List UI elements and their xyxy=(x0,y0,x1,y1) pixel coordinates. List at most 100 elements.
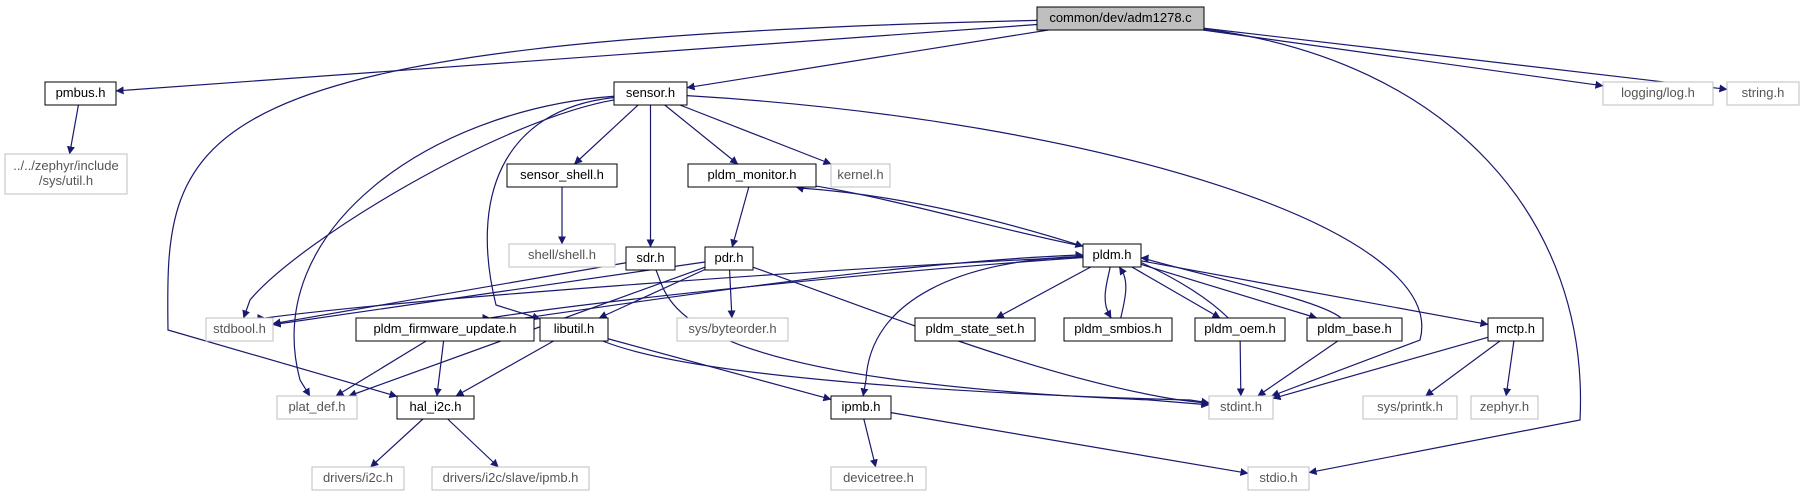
node-box xyxy=(311,466,405,491)
edge-pldm_oem-to-stdint xyxy=(1236,340,1245,397)
node-pldm_monitor[interactable]: pldm_monitor.h xyxy=(687,163,817,188)
node-label: string.h xyxy=(1742,85,1785,100)
edge-sensor-to-plat_def xyxy=(293,95,615,397)
node-label: mctp.h xyxy=(1496,321,1535,336)
node-pdr[interactable]: pdr.h xyxy=(704,246,754,271)
edge-pldm-to-ipmb xyxy=(860,255,1084,397)
node-label: stdbool.h xyxy=(213,321,266,336)
node-label: sensor_shell.h xyxy=(520,167,604,182)
node-mctp[interactable]: mctp.h xyxy=(1487,317,1544,342)
node-label: devicetree.h xyxy=(843,470,914,485)
node-box xyxy=(508,243,616,268)
edge-sensor-to-sensor_shell xyxy=(574,104,639,165)
edge-adm1278-to-sensor xyxy=(686,29,1049,91)
node-sensor_shell[interactable]: sensor_shell.h xyxy=(506,163,618,188)
node-devicetree: devicetree.h xyxy=(830,466,927,491)
node-box xyxy=(1602,81,1714,106)
node-box xyxy=(704,246,754,271)
edge-sensor-to-kernel xyxy=(679,104,832,165)
node-byteorder: sys/byteorder.h xyxy=(676,317,789,342)
node-pldm_fw[interactable]: pldm_firmware_update.h xyxy=(355,317,535,342)
node-box xyxy=(396,395,475,420)
node-label: pldm_oem.h xyxy=(1204,321,1276,336)
node-label: pdr.h xyxy=(715,250,744,265)
edge-hal_i2c-to-drv_i2c xyxy=(370,418,424,468)
edge-pldm_smbios-to-pldm xyxy=(1118,266,1127,319)
node-box xyxy=(1063,317,1173,342)
node-box xyxy=(506,163,618,188)
edge-pldm_fw-to-pldm xyxy=(524,250,1084,319)
edge-pldm_monitor-to-pldm xyxy=(815,185,1084,248)
node-label: pldm_monitor.h xyxy=(708,167,797,182)
node-adm1278[interactable]: common/dev/adm1278.c xyxy=(1036,6,1205,31)
edge-pldm-to-pldm_monitor xyxy=(795,185,1084,247)
node-pldm_state[interactable]: pldm_state_set.h xyxy=(914,317,1036,342)
node-box xyxy=(1208,395,1274,420)
edge-sensor-to-stdint xyxy=(686,95,1423,398)
node-box xyxy=(1362,395,1458,420)
node-box xyxy=(613,81,688,106)
node-box xyxy=(4,153,128,195)
node-box xyxy=(830,395,892,420)
node-label: sys/printk.h xyxy=(1377,399,1443,414)
node-stdint: stdint.h xyxy=(1208,395,1274,420)
edge-sdr-to-stdint xyxy=(655,269,1210,409)
node-box xyxy=(205,317,274,342)
node-plat_def: plat_def.h xyxy=(276,395,358,420)
edge-pldm-to-mctp xyxy=(1140,260,1489,328)
node-pldm_base[interactable]: pldm_base.h xyxy=(1306,317,1403,342)
node-box xyxy=(687,163,817,188)
node-ipmb[interactable]: ipmb.h xyxy=(830,395,892,420)
node-box xyxy=(539,317,609,342)
node-stdio: stdio.h xyxy=(1247,466,1310,491)
node-box xyxy=(44,81,117,106)
node-label: stdint.h xyxy=(1220,399,1262,414)
node-label: pldm.h xyxy=(1092,247,1131,262)
node-label: hal_i2c.h xyxy=(409,399,461,414)
node-label: ../../zephyr/include xyxy=(13,158,119,173)
edge-sensor-to-pldm_monitor xyxy=(664,104,739,165)
node-label: common/dev/adm1278.c xyxy=(1049,10,1192,25)
node-zephyrutil: ../../zephyr/include/sys/util.h xyxy=(4,153,128,195)
node-zephyrh: zephyr.h xyxy=(1470,395,1539,420)
node-string: string.h xyxy=(1726,81,1800,106)
node-pmbus[interactable]: pmbus.h xyxy=(44,81,117,106)
edge-libutil-to-hal_i2c xyxy=(455,340,554,397)
node-label: pldm_firmware_update.h xyxy=(373,321,516,336)
node-label: stdio.h xyxy=(1259,470,1297,485)
node-box xyxy=(625,246,676,271)
edge-pldm_oem-to-pldm xyxy=(1132,256,1229,319)
edge-adm1278-to-string xyxy=(1203,27,1728,93)
edge-ipmb-to-devicetree xyxy=(863,418,878,468)
node-hal_i2c[interactable]: hal_i2c.h xyxy=(396,395,475,420)
node-box xyxy=(1726,81,1800,106)
node-box xyxy=(276,395,358,420)
node-sensor[interactable]: sensor.h xyxy=(613,81,688,106)
node-box xyxy=(830,163,891,188)
edge-pldm_base-to-pldm xyxy=(1140,254,1342,319)
edge-mctp-to-printk xyxy=(1425,340,1501,397)
node-label: plat_def.h xyxy=(288,399,345,414)
node-sdr[interactable]: sdr.h xyxy=(625,246,676,271)
node-libutil[interactable]: libutil.h xyxy=(539,317,609,342)
node-box xyxy=(431,466,590,491)
node-label: zephyr.h xyxy=(1480,399,1529,414)
edge-pldm-to-pldm_base xyxy=(1140,263,1318,320)
edge-adm1278-to-stdio xyxy=(1203,28,1582,476)
node-box xyxy=(1194,317,1286,342)
node-pldm[interactable]: pldm.h xyxy=(1082,243,1142,268)
node-drv_ipmb: drivers/i2c/slave/ipmb.h xyxy=(431,466,590,491)
edge-sdr-to-stdbool xyxy=(272,262,627,327)
edge-sensor-to-libutil xyxy=(486,96,615,321)
node-pldm_smbios[interactable]: pldm_smbios.h xyxy=(1063,317,1173,342)
node-label: shell/shell.h xyxy=(528,247,596,262)
edge-pldm_fw-to-hal_i2c xyxy=(433,340,445,397)
edge-pldm_fw-to-plat_def xyxy=(335,340,427,397)
edge-pldm-to-pldm_oem xyxy=(1131,266,1221,319)
edge-pldm_monitor-to-pdr xyxy=(730,186,750,248)
node-label: sensor.h xyxy=(626,85,675,100)
node-pldm_oem[interactable]: pldm_oem.h xyxy=(1194,317,1286,342)
node-label: kernel.h xyxy=(837,167,883,182)
edge-pldm-to-pldm_state xyxy=(995,266,1091,319)
